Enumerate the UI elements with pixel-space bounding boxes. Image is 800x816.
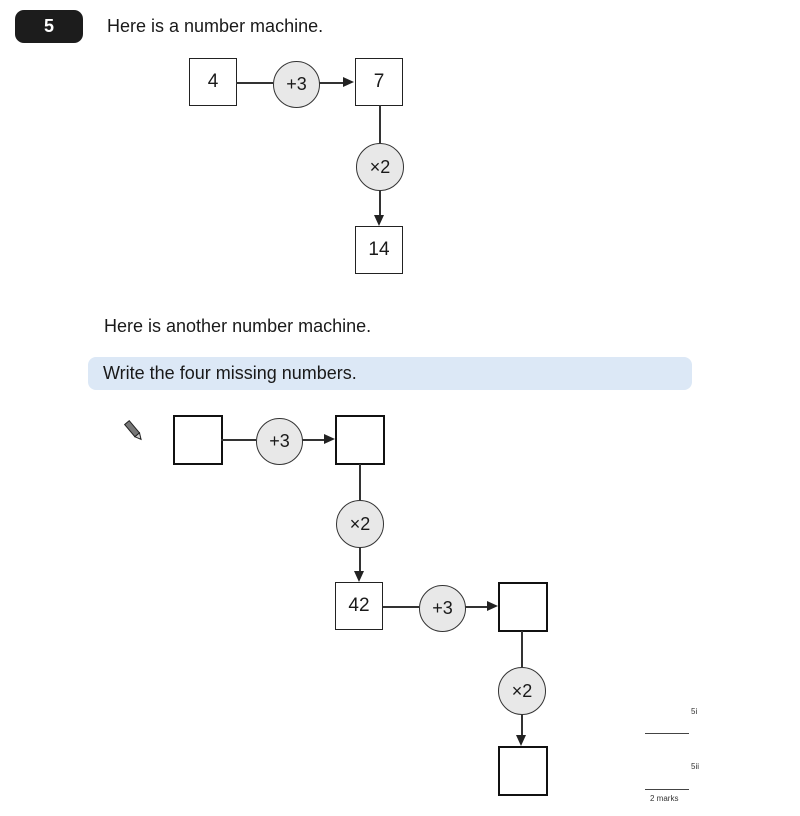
connector [465,606,487,608]
connector [379,190,381,215]
connector [236,82,273,84]
connector [383,606,419,608]
mark-line-1 [645,733,689,734]
example-output-box: 14 [355,226,403,274]
connector [221,439,256,441]
arrow-right-icon [343,77,354,87]
example-mid-box: 7 [355,58,403,106]
marks-total: 2 marks [650,794,679,803]
connector [521,714,523,736]
answer-box-4[interactable] [498,746,548,796]
answer-op-multiply-1: ×2 [336,500,384,548]
answer-op-multiply-2: ×2 [498,667,546,715]
arrow-right-icon [324,434,335,444]
arrow-down-icon [354,571,364,582]
arrow-down-icon [516,735,526,746]
pencil-icon [123,418,145,444]
answer-op-add-2: +3 [419,585,466,632]
connector [379,105,381,143]
connector [521,631,523,667]
example-input-box: 4 [189,58,237,106]
answer-box-1[interactable] [173,415,223,465]
instruction-text: Write the four missing numbers. [103,363,357,383]
connector [359,547,361,572]
mark-label-1: 5i [691,707,698,716]
instruction-band: Write the four missing numbers. [88,357,692,390]
connector [302,439,324,441]
example-op-multiply: ×2 [356,143,404,191]
connector [359,464,361,500]
example-op-add: +3 [273,61,320,108]
intro-text: Here is a number machine. [107,16,324,36]
connector [319,82,343,84]
answer-op-add-1: +3 [256,418,303,465]
answer-box-3[interactable] [498,582,548,632]
second-intro-text: Here is another number machine. [104,316,372,336]
arrow-down-icon [374,215,384,226]
answer-given-box: 42 [335,582,383,630]
mark-label-2: 5ii [691,762,700,771]
mark-line-2 [645,789,689,790]
answer-box-2[interactable] [335,415,385,465]
arrow-right-icon [487,601,498,611]
question-number: 5 [15,10,83,43]
